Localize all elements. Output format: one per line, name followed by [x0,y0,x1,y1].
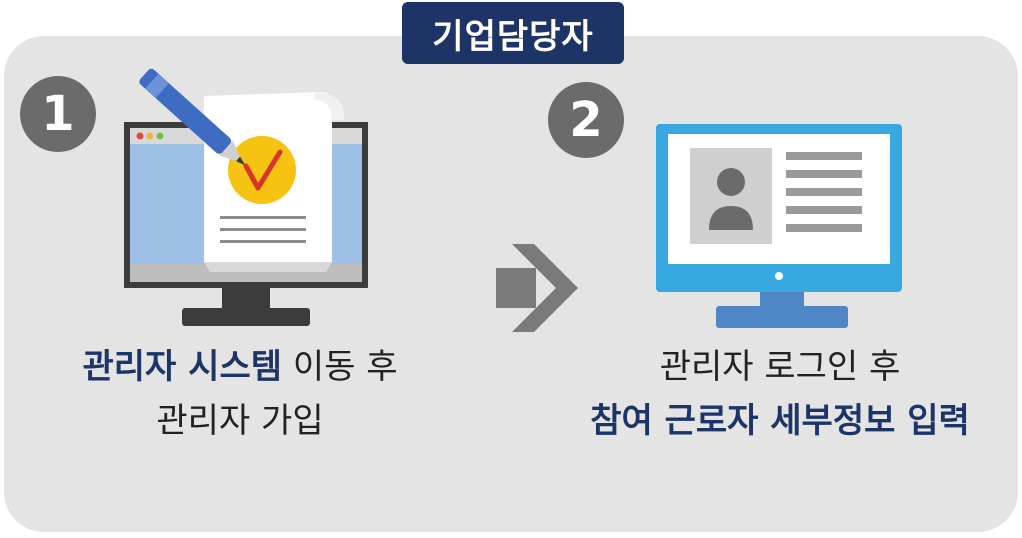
step-1-line-1-rest: 이동 후 [282,347,398,387]
step-1-line-2: 관리자 가입 [156,401,324,441]
step-1-highlight: 관리자 시스템 [82,347,283,387]
step-1-caption: 관리자 시스템 이동 후 관리자 가입 [40,340,440,448]
step-2-line-1: 관리자 로그인 후 [659,347,901,387]
step-2-badge: 2 [548,82,624,158]
header-title: 기업담당자 [402,2,624,64]
arrow-right-icon [496,244,578,332]
profile-monitor-icon [656,124,902,328]
document-pen-monitor-icon [124,68,368,326]
step-2-highlight: 참여 근로자 세부정보 입력 [590,401,970,441]
step-2-caption: 관리자 로그인 후 참여 근로자 세부정보 입력 [540,340,1020,448]
step-1-line-1: 관리자 시스템 이동 후 [40,340,440,394]
step-1-badge: 1 [20,76,96,152]
